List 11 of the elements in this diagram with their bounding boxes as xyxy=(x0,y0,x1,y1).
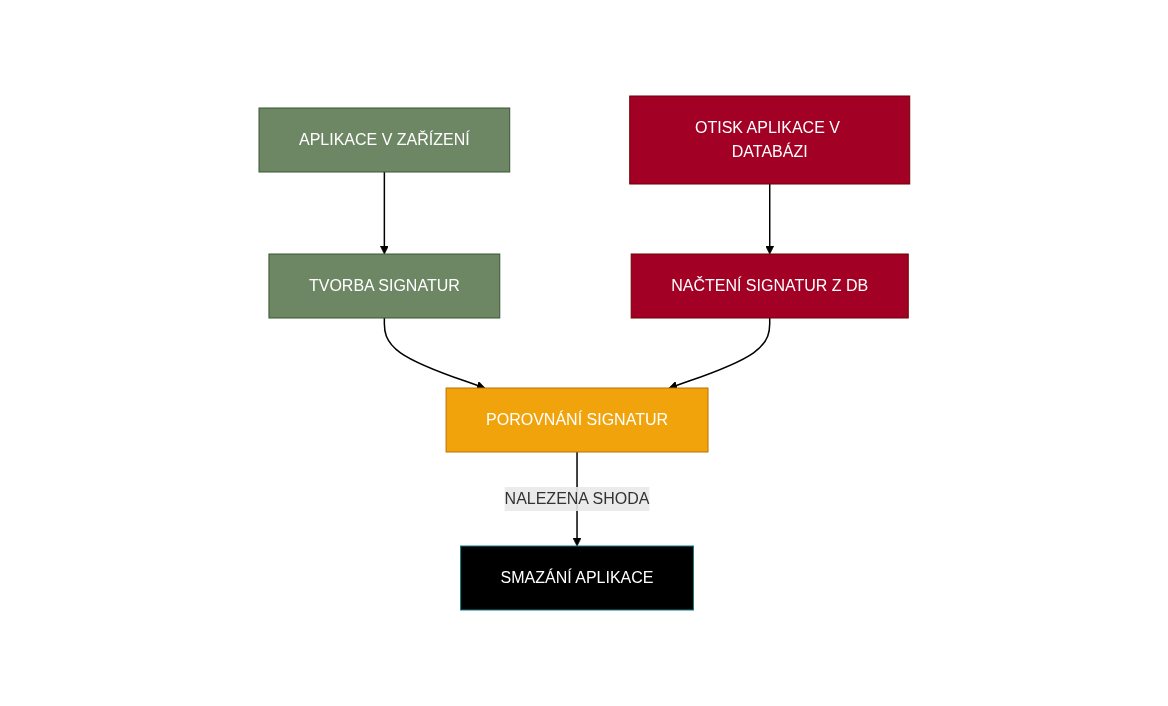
node-box: APLIKACE V ZAŘÍZENÍ xyxy=(258,107,510,173)
node-box: POROVNÁNÍ SIGNATUR xyxy=(445,387,709,453)
edge-label: NALEZENA SHODA xyxy=(504,490,650,507)
node-box: SMAZÁNÍ APLIKACE xyxy=(459,545,694,611)
arrow xyxy=(379,171,389,255)
arrow xyxy=(764,183,774,255)
arrow xyxy=(668,317,771,390)
node-box: OTISK APLIKACE V DATABÁZI xyxy=(628,95,910,185)
arrow xyxy=(383,317,486,390)
node-box: NAČTENÍ SIGNATUR Z DB xyxy=(630,253,909,319)
node-box: TVORBA SIGNATUR xyxy=(268,253,500,319)
